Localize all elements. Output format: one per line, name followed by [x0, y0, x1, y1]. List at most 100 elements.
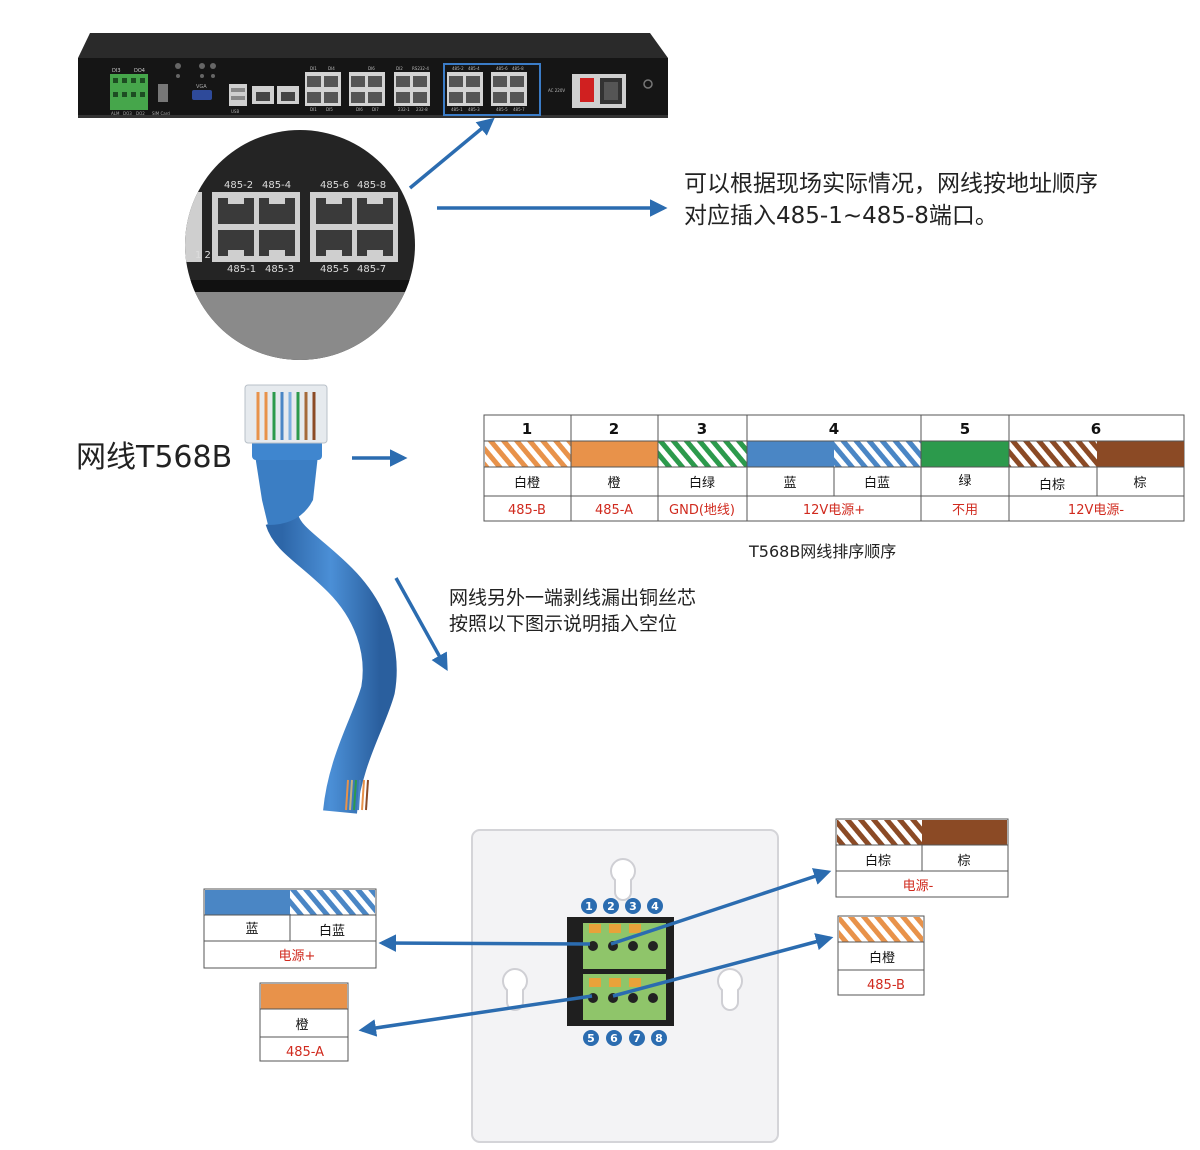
callout-color: 蓝 [245, 922, 258, 937]
terminal-numbers: 1 2 3 4 5 6 7 8 [581, 898, 667, 1046]
terminal-number: 4 [651, 900, 659, 913]
wire-function-label: 485-A [595, 503, 633, 518]
port-label: ALM [111, 111, 120, 116]
table-header: 6 [1091, 420, 1101, 438]
port-label: DO3 [123, 111, 132, 116]
callout-color: 白橙 [869, 950, 895, 966]
port-label: SIM Card [152, 111, 170, 116]
wire-swatch [485, 441, 571, 467]
power-switch [572, 74, 626, 108]
zoom-port-label: 485-5 [320, 264, 349, 275]
port-note-line1: 可以根据现场实际情况，网线按地址顺序 [684, 171, 1098, 197]
alarm-terminal-block: DI3 DO4 ALM DO3 DO2 [110, 68, 148, 116]
port-label: 485-4 [468, 66, 480, 71]
terminal-number: 7 [633, 1032, 641, 1045]
table-header: 2 [609, 420, 619, 438]
arrow-blue-pair [378, 934, 591, 952]
rj45-plug [244, 384, 397, 815]
terminal-number: 3 [629, 900, 637, 913]
wire-swatch [571, 441, 658, 467]
table-caption: T568B网线排序顺序 [749, 542, 897, 561]
usb-ports [229, 84, 247, 106]
port-label: DI6 [356, 107, 363, 112]
port-label: 485-2 [452, 66, 464, 71]
wire-color-label: 白绿 [689, 475, 715, 491]
wire-function-label: 不用 [952, 503, 978, 518]
zoom-port-label: 485-1 [227, 264, 256, 275]
callout-color: 棕 [957, 854, 970, 869]
port-label: 485-7 [513, 107, 525, 112]
arrow-brown-pair [610, 868, 832, 946]
mount-hole [610, 858, 636, 901]
arrow-to-plate [394, 577, 448, 672]
vga-port [192, 90, 212, 100]
port-label: 232-8 [416, 107, 428, 112]
terminal-number: 2 [607, 900, 615, 913]
cable-label: 网线T568B [76, 440, 233, 475]
zoom-port-label: 485-6 [320, 180, 349, 191]
port-zoom-circle: 485-2 485-4 485-6 485-8 485-1 485-3 485-… [185, 130, 415, 360]
arrow-orange [358, 994, 593, 1037]
ground-icon [643, 79, 653, 89]
wire-function-label: 485-B [508, 503, 546, 518]
wire-swatch [658, 441, 747, 467]
callout-function: 电源- [903, 879, 934, 894]
port-label: 485-6 [496, 66, 508, 71]
port-label: DI4 [328, 66, 335, 71]
power-label: AC 220V [548, 88, 565, 93]
zoom-port-label: 485-8 [357, 180, 386, 191]
wire-swatch [834, 441, 921, 467]
wire-swatch [1009, 441, 1097, 467]
port-label: DI1 [310, 66, 317, 71]
wire-color-label: 棕 [1133, 476, 1146, 491]
wire-function-label: GND(地线) [669, 503, 735, 518]
callout-brown-pair: 白棕 棕 电源- [835, 818, 1009, 898]
callout-white-orange: 白橙 485-B [837, 915, 925, 996]
terminal-number: 5 [587, 1032, 595, 1045]
port-label: DI3 [112, 68, 121, 74]
port-note-line2: 对应插入485-1~485-8端口。 [684, 203, 998, 229]
zoom-side-label: 1 2 [195, 250, 211, 261]
callout-color: 橙 [295, 1018, 308, 1033]
port-note: 可以根据现场实际情况，网线按地址顺序 对应插入485-1~485-8端口。 [684, 168, 1098, 232]
port-label: DI2 [396, 66, 403, 71]
port-label: VGA [196, 84, 207, 90]
strip-note-line2: 按照以下图示说明插入空位 [449, 613, 678, 635]
wire-swatch [1097, 441, 1184, 467]
wire-color-label: 白棕 [1039, 477, 1065, 493]
mount-hole [717, 968, 743, 1011]
highlight-485-ports [443, 63, 541, 116]
arrow-white-orange [612, 933, 834, 998]
zoom-port-label: 485-4 [262, 180, 291, 191]
terminal-number: 6 [610, 1032, 618, 1045]
port-label: DI7 [372, 107, 379, 112]
port-label: DI5 [326, 107, 333, 112]
wire-color-label: 橙 [607, 476, 620, 491]
port-label: 232-1 [398, 107, 410, 112]
zoom-port-label: 485-2 [224, 180, 253, 191]
t568b-table: 1 2 3 4 5 6 白橙 橙 白绿 蓝 白蓝 绿 白棕 棕 485-B 48… [483, 414, 1185, 522]
zoom-port-label: 485-7 [357, 264, 386, 275]
table-header: 3 [697, 420, 707, 438]
port-label: DO2 [136, 111, 145, 116]
port-label: 485-1 [451, 107, 463, 112]
table-header: 4 [829, 420, 839, 438]
port-label: RS232-4 [412, 66, 429, 71]
port-label: 485-8 [512, 66, 524, 71]
strip-note-line1: 网线另外一端剥线漏出铜丝芯 [449, 587, 697, 609]
strip-note: 网线另外一端剥线漏出铜丝芯 按照以下图示说明插入空位 [449, 585, 696, 637]
table-header: 1 [522, 420, 532, 438]
port-label: 485-3 [468, 107, 480, 112]
wire-color-label: 白橙 [514, 475, 540, 491]
callout-function: 485-B [867, 978, 905, 993]
wire-function-label: 12V电源- [1068, 503, 1124, 518]
port-label: 485-5 [496, 107, 508, 112]
port-label: DO4 [134, 68, 145, 74]
port-label: DI1 [310, 107, 317, 112]
network-device: DI3 DO4 ALM DO3 DO2 SIM Card VGA USB [78, 33, 668, 118]
port-label: USB [231, 109, 239, 114]
callout-color: 白棕 [865, 853, 891, 869]
terminal-number: 1 [585, 900, 593, 913]
wire-color-label: 蓝 [783, 476, 796, 491]
